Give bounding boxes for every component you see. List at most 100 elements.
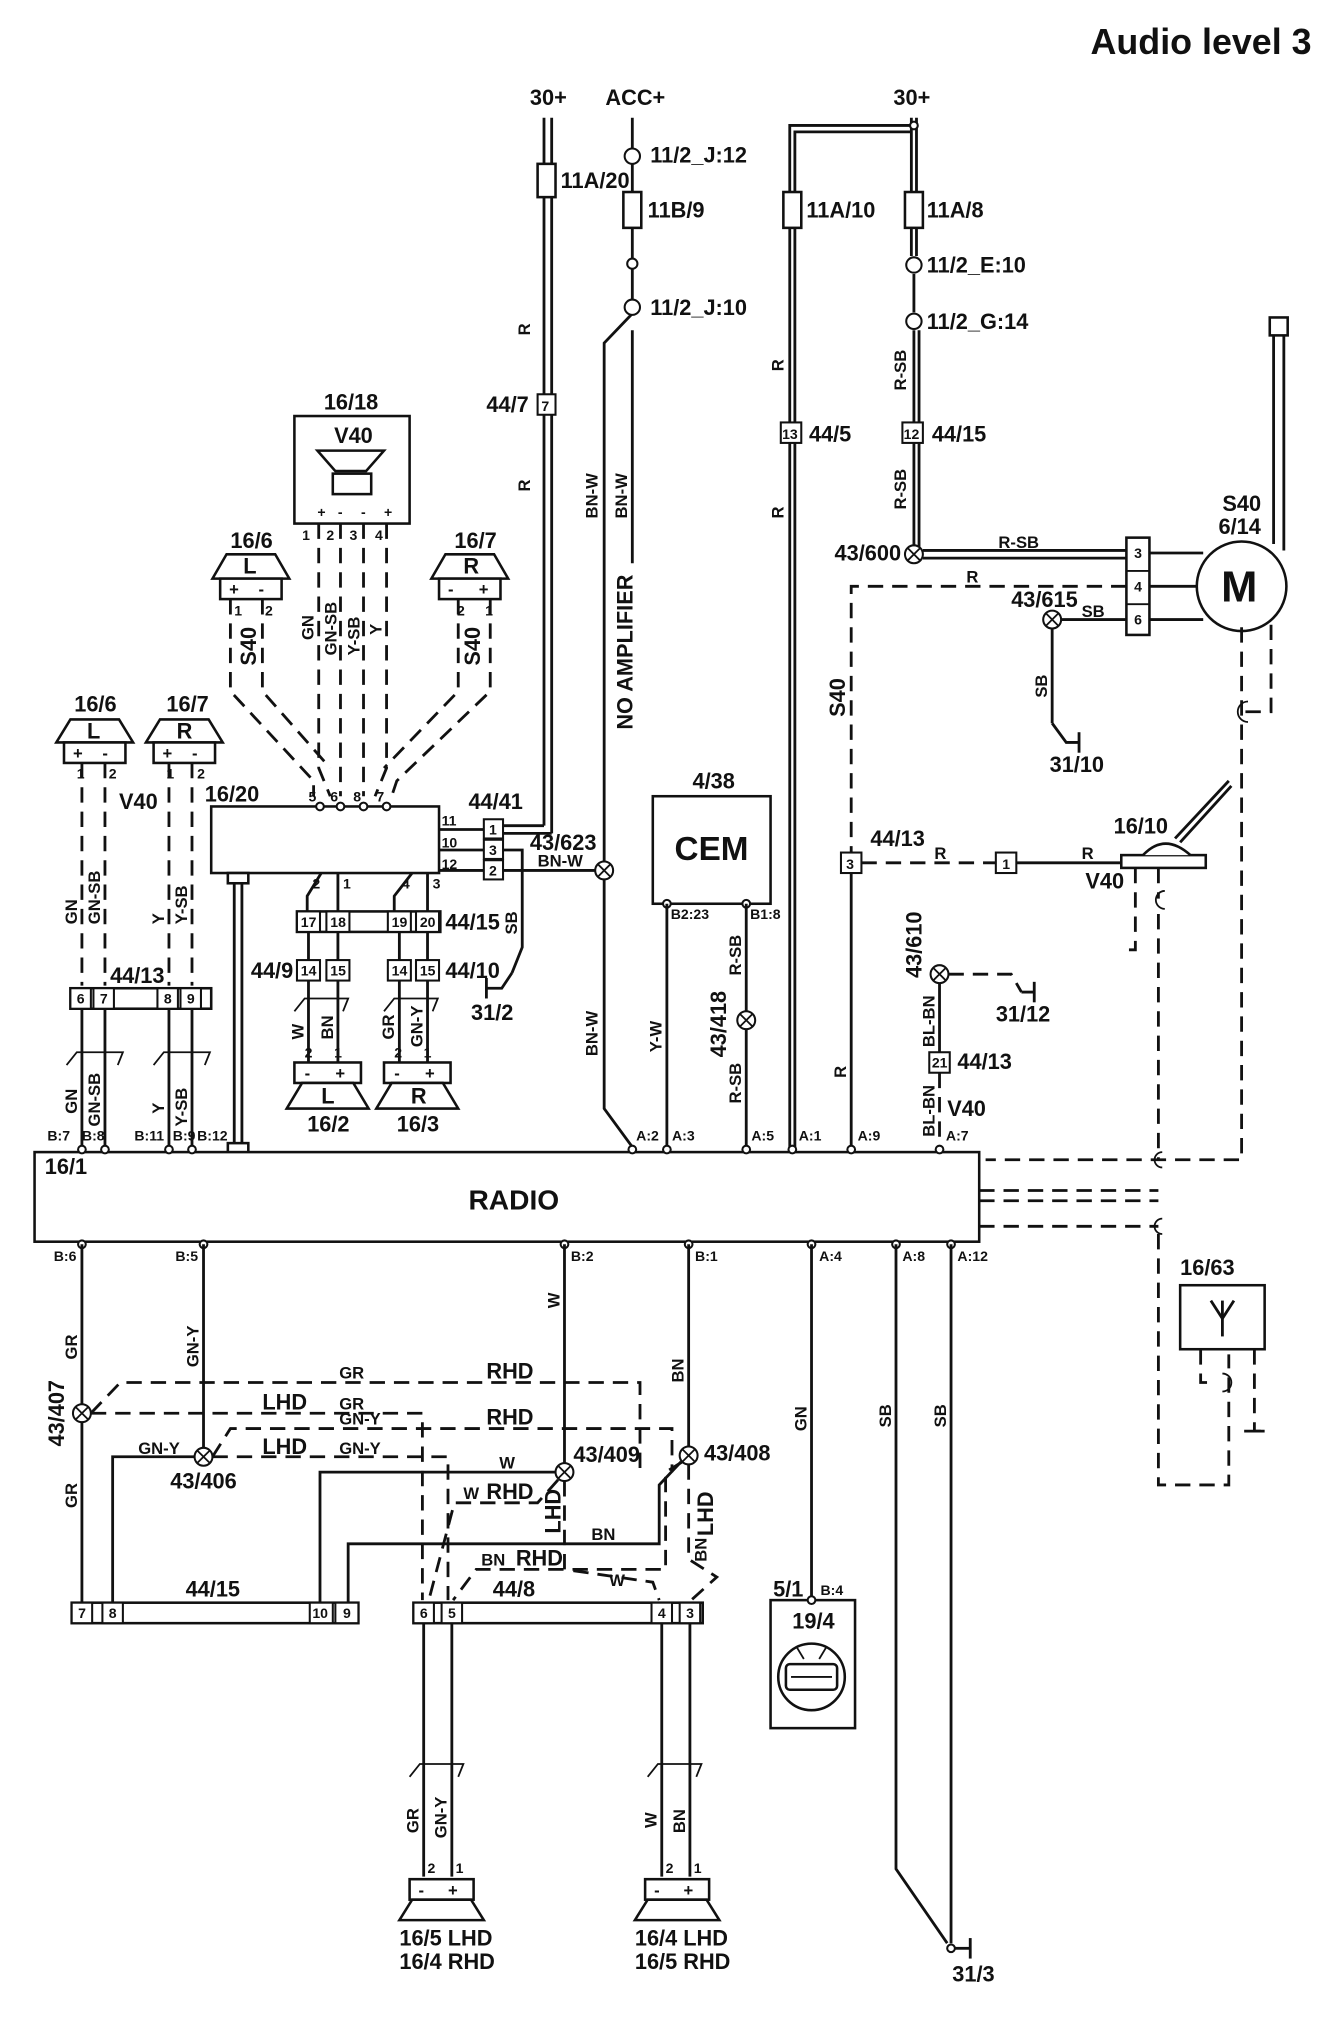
radio-pin-b6: B:6 bbox=[54, 1248, 77, 1264]
label-s40-motor: S40 bbox=[825, 678, 850, 717]
speaker-16-6-upper-pin-2: 2 bbox=[265, 603, 273, 619]
antenna-amp-16-63-id: 16/63 bbox=[1180, 1255, 1234, 1280]
speaker-16-7-lower-pin-1: 1 bbox=[166, 765, 174, 781]
speaker-16-6-upper-terminals bbox=[218, 577, 283, 601]
antenna-icon bbox=[1209, 1299, 1236, 1337]
radio-pin-b8: B:8 bbox=[82, 1128, 105, 1144]
wire-w-44-15 bbox=[318, 1470, 556, 1603]
wire-label-gn-y-1: GN-Y bbox=[407, 1006, 426, 1048]
radio-pin-b9: B:9 bbox=[173, 1128, 196, 1144]
wire-label-gn-sb-1: GN-SB bbox=[322, 602, 341, 656]
wire-label-gr-4: GR bbox=[339, 1364, 364, 1383]
connector-11-2-e10 bbox=[905, 256, 923, 274]
antenna-mast bbox=[1268, 316, 1289, 551]
amp-right-pin-12: 12 bbox=[442, 856, 458, 872]
connector-antenna-pin-number: 1 bbox=[1002, 856, 1010, 872]
amp-bot-pin-4: 4 bbox=[402, 875, 410, 891]
junction-43-418 bbox=[736, 1010, 757, 1031]
display-icon bbox=[776, 1642, 847, 1712]
speaker-16-6-upper-pin-1: 1 bbox=[234, 603, 242, 619]
junction-43-408 bbox=[678, 1445, 699, 1466]
speaker-16-7-lower-minus: - bbox=[192, 744, 198, 763]
wire-label-gn-sb-3: GN-SB bbox=[85, 1073, 104, 1127]
radio-right-connections bbox=[979, 1151, 1231, 1487]
junction-43-408-label: 43/408 bbox=[704, 1441, 771, 1466]
amp-bot-pin-1: 1 bbox=[343, 875, 351, 891]
wire-label-y-sb-3: Y-SB bbox=[172, 1088, 191, 1127]
speaker-16-7-upper-pin-2: 2 bbox=[457, 603, 465, 619]
speaker-rear-left-minus: - bbox=[419, 1881, 425, 1900]
amp-top-pin-7: 7 bbox=[376, 788, 384, 804]
junction-43-406-label: 43/406 bbox=[170, 1469, 237, 1494]
speaker-16-3 bbox=[374, 1081, 461, 1110]
wire-label-gn-2: GN bbox=[62, 899, 81, 924]
amp-top-pin-8: 8 bbox=[353, 788, 361, 804]
connector-44-5-pin bbox=[779, 421, 803, 444]
junction-43-409 bbox=[554, 1462, 575, 1483]
wire-label-gr-1: GR bbox=[379, 1015, 398, 1040]
connector-44-15-mid-label: 44/15 bbox=[445, 909, 499, 934]
connector-44-41-label: 44/41 bbox=[468, 789, 522, 814]
amp-right-pin-11: 11 bbox=[442, 813, 457, 829]
motor-pin-4: 4 bbox=[1134, 578, 1142, 594]
label-no-amplifier: NO AMPLIFIER bbox=[612, 574, 637, 729]
connector-44-15-mid-pin-20: 20 bbox=[420, 914, 436, 930]
amplifier-16-20-id: 16/20 bbox=[205, 781, 259, 806]
motor-shield-break bbox=[1236, 700, 1249, 723]
junction-43-407-label: 43/407 bbox=[44, 1380, 69, 1447]
label-rhd-3: RHD bbox=[486, 1479, 533, 1504]
amplifier-bottom-wires bbox=[305, 872, 429, 912]
page-title: Audio level 3 bbox=[1091, 22, 1312, 62]
wire-label-bn-w-2: BN-W bbox=[612, 473, 631, 519]
label-s40-left: S40 bbox=[236, 627, 261, 666]
wire-label-r-sb-3: R-SB bbox=[998, 533, 1039, 552]
speaker-16-6-lower-plus: + bbox=[73, 744, 83, 763]
wire-30-left bbox=[503, 117, 554, 835]
connector-44-15-mid-pin-18: 18 bbox=[330, 914, 346, 930]
fuse-11a-10 bbox=[782, 190, 803, 230]
connector-44-13-v40-label: 44/13 bbox=[957, 1049, 1011, 1074]
connector-11-2-g14 bbox=[905, 312, 923, 331]
connector-44-9-pin-15: 15 bbox=[330, 962, 346, 978]
wire-label-y-w: Y-W bbox=[647, 1021, 666, 1053]
speaker-16-7-lower-r: R bbox=[177, 719, 193, 744]
label-rhd-1: RHD bbox=[486, 1359, 533, 1384]
connector-44-15-mid bbox=[295, 910, 442, 934]
label-rhd-4: RHD bbox=[516, 1546, 563, 1571]
antenna-16-10-id: 16/10 bbox=[1114, 813, 1168, 838]
connector-44-15-pin bbox=[901, 421, 924, 444]
label-lhd-2: LHD bbox=[262, 1434, 307, 1459]
wire-label-r-sb-1: R-SB bbox=[891, 350, 910, 391]
speaker-16-3-pin-1: 1 bbox=[424, 1044, 432, 1060]
connector-44-13-pin-6: 6 bbox=[77, 991, 85, 1007]
wire-label-w-4: W bbox=[463, 1484, 479, 1503]
radio-pin-b1: B:1 bbox=[695, 1248, 718, 1264]
speaker-16-6-lower-minus: - bbox=[102, 744, 108, 763]
antenna-16-10 bbox=[1120, 779, 1233, 870]
wire-label-bn-2: BN bbox=[669, 1358, 688, 1382]
radio-16-1 bbox=[33, 1150, 981, 1243]
speaker-16-6-lower-pin-2: 2 bbox=[109, 765, 117, 781]
radio-pin-b12: B:12 bbox=[197, 1128, 228, 1144]
ground-31-2 bbox=[484, 972, 514, 999]
motor-pin-3: 3 bbox=[1134, 545, 1142, 561]
supply-labels: 30+ ACC+ 30+ bbox=[530, 85, 930, 110]
connector-44-7-label: 44/7 bbox=[486, 392, 528, 417]
speaker-16-18-pin-2: 2 bbox=[326, 527, 334, 543]
wire-gr-rhd bbox=[89, 1381, 642, 1473]
amp-top-pin-6: 6 bbox=[330, 788, 338, 804]
wire-label-r-2: R bbox=[515, 480, 534, 492]
junction-43-623-label: 43/623 bbox=[530, 830, 597, 855]
wire-amp-to-radio-b12 bbox=[226, 871, 250, 1155]
junction-43-406 bbox=[193, 1446, 214, 1467]
wire-label-sb-1: SB bbox=[1082, 602, 1105, 621]
radio-pin-a3: A:3 bbox=[672, 1128, 695, 1144]
ground-31-2-label: 31/2 bbox=[471, 1000, 513, 1025]
wire-label-y-2: Y bbox=[149, 913, 168, 924]
connector-44-9-pin-14: 14 bbox=[301, 962, 317, 978]
label-v40-right: V40 bbox=[947, 1096, 986, 1121]
speaker-16-6-upper-minus: - bbox=[259, 580, 265, 599]
speaker-16-6-lower-terminals bbox=[62, 741, 127, 765]
radio-pin-a7: A:7 bbox=[946, 1128, 969, 1144]
speaker-16-6-lower-l: L bbox=[87, 719, 100, 744]
